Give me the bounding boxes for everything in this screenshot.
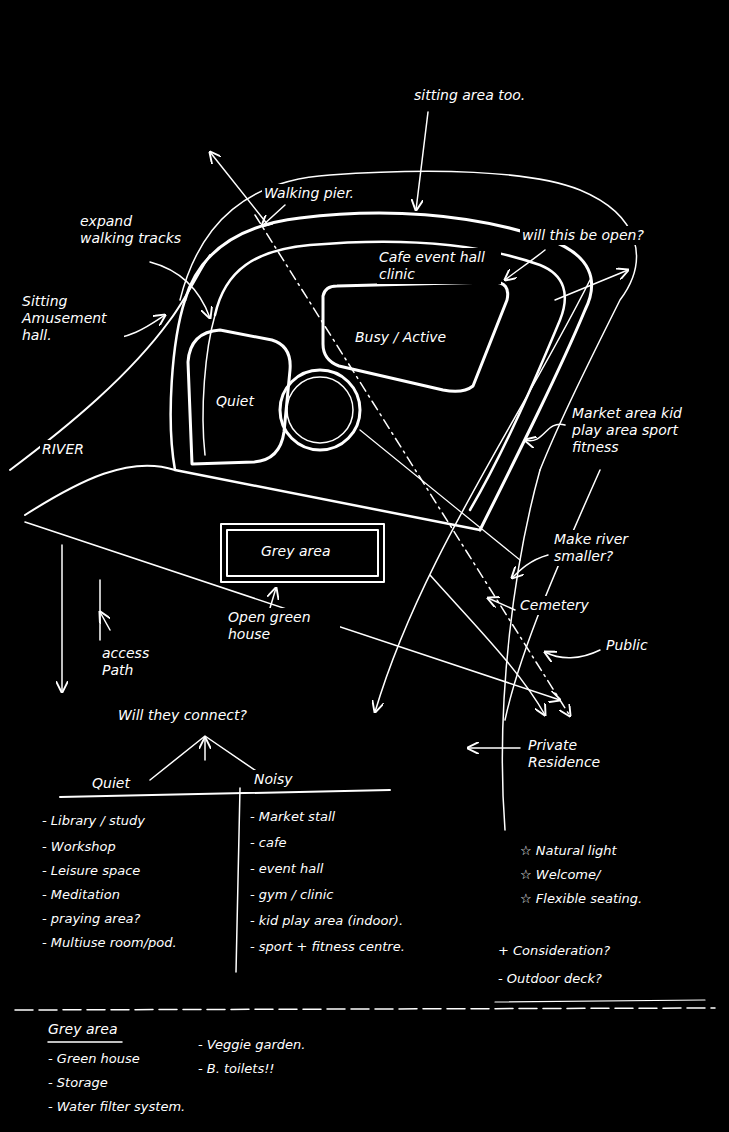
note: sitting area too.: [412, 86, 527, 105]
zone-label: Grey area: [259, 542, 332, 561]
list-item: - Water filter system.: [46, 1098, 187, 1116]
table-cell: - Workshop: [40, 838, 118, 856]
zone-outline-path: [323, 282, 508, 391]
table-cell: - Meditation: [40, 886, 122, 904]
note: Sitting Amusement hall.: [20, 292, 124, 344]
table-cell: - cafe: [248, 834, 289, 852]
zone-note: Market area kid play area sport fitness: [570, 404, 714, 456]
zone-label: Quiet: [214, 392, 256, 411]
design-note: ☆ Natural light: [518, 842, 619, 860]
path-label: Walking pier.: [262, 184, 356, 203]
zone-shape: Cafe event hall clinicBusy / Active: [315, 248, 515, 396]
list-heading: Grey area: [46, 1020, 119, 1039]
list-item: - Veggie garden.: [196, 1036, 307, 1054]
zone-outline-path: [221, 524, 384, 582]
design-note: + Consideration?: [496, 942, 612, 960]
table-cell: - kid play area (indoor).: [248, 912, 405, 930]
design-note: - Outdoor deck?: [496, 970, 604, 988]
path-label: access Path: [100, 644, 174, 680]
question-note: will this be open?: [520, 226, 646, 245]
zone-shape: Grey area: [215, 518, 390, 588]
area-label: Cemetery: [518, 596, 591, 615]
table-cell: - gym / clinic: [248, 886, 335, 904]
note: expand walking tracks: [78, 212, 192, 248]
list-item: - Storage: [46, 1074, 110, 1092]
zone-label: Busy / Active: [353, 328, 448, 347]
list-item: - Green house: [46, 1050, 142, 1068]
table-cell: - Market stall: [248, 808, 337, 826]
river-label: RIVER: [40, 440, 86, 459]
table-header: Noisy: [252, 770, 295, 789]
question-note: Will they connect?: [116, 706, 249, 725]
table-cell: - event hall: [248, 860, 325, 878]
zone-shape: Quiet: [180, 322, 298, 472]
question-note: Make river smaller?: [552, 530, 656, 566]
table-cell: - Library / study: [40, 812, 147, 830]
design-note: ☆ Welcome/: [518, 866, 602, 884]
table-cell: - praying area?: [40, 910, 143, 928]
table-cell: - sport + fitness centre.: [248, 938, 407, 956]
zone-outline-path: [188, 330, 290, 464]
area-label: Open green house: [226, 608, 340, 644]
design-note: ☆ Flexible seating.: [518, 890, 644, 908]
list-item: - B. toilets!!: [196, 1060, 277, 1078]
zone-heading: Cafe event hall clinic: [377, 248, 501, 284]
table-cell: - Leisure space: [40, 862, 142, 880]
area-label: Private Residence: [526, 736, 630, 772]
table-cell: - Multiuse room/pod.: [40, 934, 179, 952]
table-header: Quiet: [90, 774, 132, 793]
area-label: Public: [604, 636, 650, 655]
